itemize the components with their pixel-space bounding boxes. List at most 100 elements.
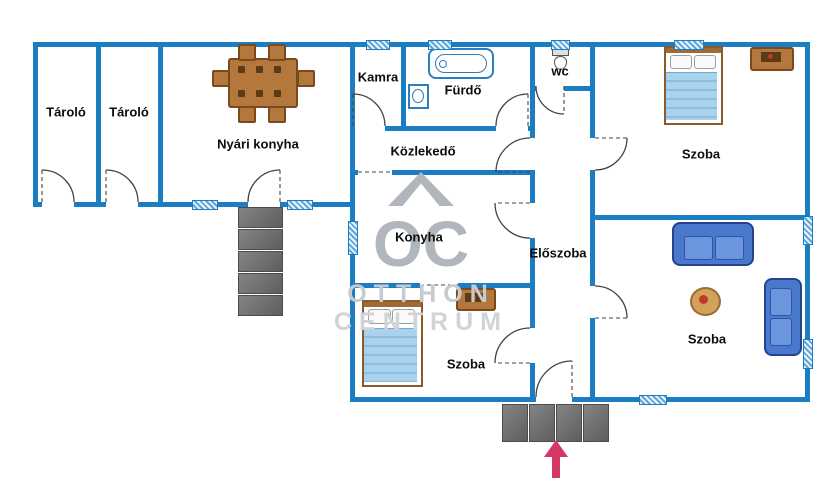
bed-icon [664, 46, 723, 125]
door-arc [494, 327, 531, 364]
door-arc [535, 360, 573, 398]
bed-icon [362, 300, 423, 387]
wall [530, 238, 535, 328]
stair-step [238, 207, 283, 228]
door-arc [495, 93, 529, 127]
stair-step [238, 273, 283, 294]
tub-basin [435, 54, 487, 73]
stair-step [583, 404, 609, 442]
chair-icon [297, 70, 315, 87]
wall [350, 397, 536, 402]
vanity-icon [456, 288, 496, 311]
room-label-tarolo-2: Tároló [109, 104, 149, 120]
wall [392, 170, 535, 175]
window [803, 216, 813, 245]
door-arc [594, 137, 628, 171]
wall [530, 363, 535, 402]
room-label-eloszoba: Előszoba [529, 245, 587, 261]
wall [590, 170, 595, 286]
wall [590, 215, 810, 220]
door-arc [494, 202, 531, 239]
plate-icon [274, 90, 281, 97]
chair-icon [238, 44, 256, 61]
stair-step [529, 404, 555, 442]
wall [96, 42, 101, 207]
bathtub-icon [428, 48, 494, 79]
washbasin-icon [408, 84, 429, 109]
room-label-konyha: Konyha [395, 229, 443, 245]
window [551, 40, 570, 50]
room-label-tarolo-1: Tároló [46, 104, 86, 120]
wall [74, 202, 106, 207]
wall [590, 318, 595, 402]
decor-dot [768, 54, 773, 59]
window [428, 40, 452, 50]
basin-bowl [412, 89, 424, 103]
plate-icon [238, 66, 245, 73]
window [287, 200, 313, 210]
door-arc [594, 285, 628, 319]
wall [590, 42, 595, 138]
door-arc [41, 169, 75, 203]
door-arc [352, 93, 386, 127]
side-table-icon [690, 287, 721, 316]
chair-icon [268, 44, 286, 61]
plate-icon [274, 66, 281, 73]
window [348, 221, 358, 255]
wall [33, 42, 810, 47]
sofa-cushion [684, 236, 713, 260]
stair-step [556, 404, 582, 442]
drain-icon [439, 60, 447, 68]
window [366, 40, 390, 50]
window [192, 200, 218, 210]
entrance-arrow-icon [544, 440, 568, 457]
room-label-kozlekedo: Közlekedő [390, 143, 456, 159]
room-label-kamra: Kamra [357, 69, 399, 85]
door-arc [535, 85, 565, 115]
wall [530, 172, 535, 203]
room-label-szoba-bottom-right: Szoba [687, 331, 727, 347]
room-label-furdo: Fürdő [444, 82, 482, 98]
dining-table-icon [228, 58, 298, 108]
sofa-cushion [715, 236, 744, 260]
stair-step [238, 251, 283, 272]
dresser-icon [750, 47, 794, 71]
room-label-szoba-top-right: Szoba [681, 146, 721, 162]
watermark-line1: OTTHON [347, 280, 495, 308]
entrance-arrow-shaft [552, 456, 560, 478]
plate-icon [256, 90, 263, 97]
plate-icon [256, 66, 263, 73]
pillow-icon [670, 55, 692, 69]
window [674, 40, 704, 50]
door-arc [105, 169, 139, 203]
wall [530, 42, 535, 138]
toilet-bowl [554, 56, 567, 70]
wall [401, 42, 406, 131]
decor-dot [471, 295, 476, 300]
stair-step [238, 229, 283, 250]
wall [458, 283, 535, 288]
stair-step [238, 295, 283, 316]
armchair-cushion [770, 288, 792, 316]
wall [33, 42, 38, 207]
pillow-icon [694, 55, 716, 69]
headboard [364, 302, 421, 307]
armchair-cushion [770, 318, 792, 346]
pillow-icon [392, 309, 415, 324]
wall [280, 202, 355, 207]
blanket [364, 328, 417, 382]
chair-icon [268, 106, 286, 123]
wall [158, 42, 163, 207]
watermark-initials: OC [373, 208, 469, 280]
room-label-nyari-konyha: Nyári konyha [217, 136, 299, 152]
decor-dot [699, 295, 708, 304]
room-label-szoba-bottom-middle: Szoba [446, 356, 486, 372]
pillow-icon [368, 309, 391, 324]
wall [385, 126, 496, 131]
chair-icon [212, 70, 230, 87]
wall [33, 202, 42, 207]
door-arc [495, 137, 531, 173]
wall [572, 397, 810, 402]
